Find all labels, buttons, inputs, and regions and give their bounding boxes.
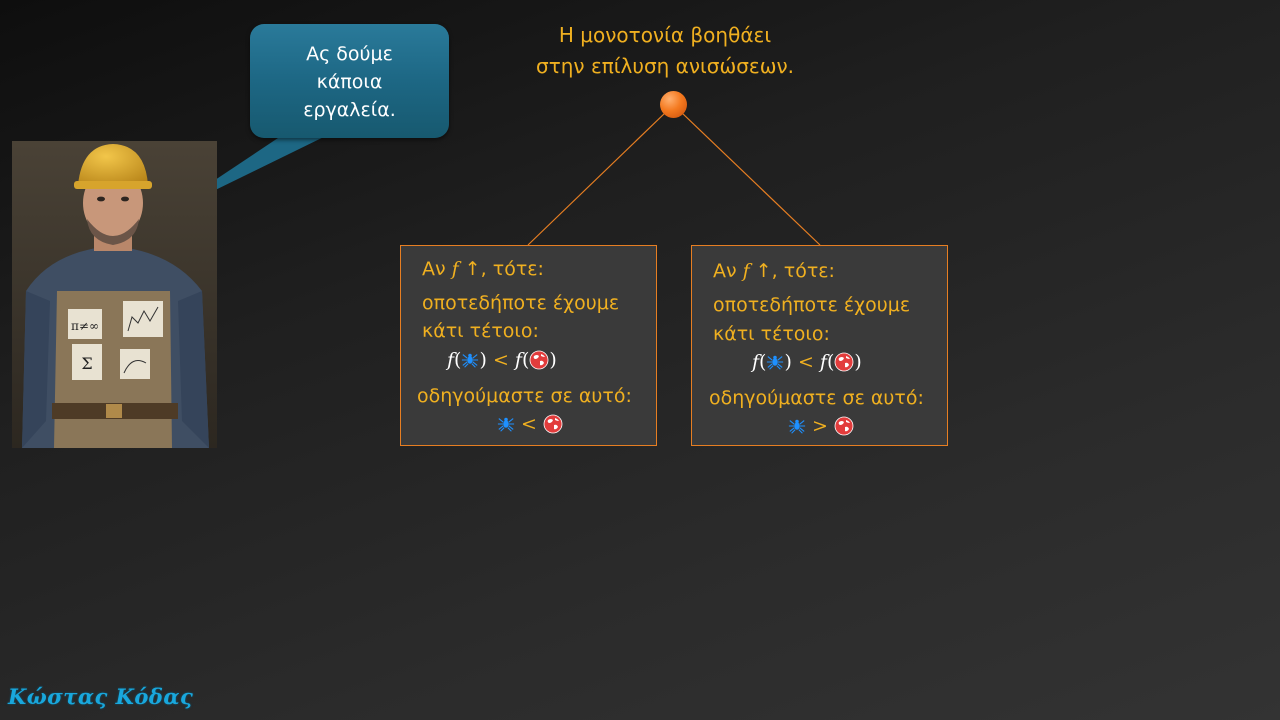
formula-top: f() < f() [752,351,862,373]
speech-bubble [250,24,449,138]
premise-line: Αν f ↑, τότε: [422,258,544,280]
formula-bottom: < [497,413,563,435]
relation-top: < [492,349,509,371]
premise-prefix: Αν [422,258,452,280]
conclusion-text: οδηγούμαστε σε αυτό: [709,387,924,409]
card-sigma-text: Σ [81,354,92,373]
bubble-line-2: κάποια [316,71,383,93]
box-text-1: οποτεδήποτε έχουμε [422,292,620,314]
f-right: f [514,349,522,371]
conclusion-text: οδηγούμαστε σε αυτό: [417,385,632,407]
box-text-2: κάτι τέτοιο: [422,320,539,342]
paren-close: ) [479,349,487,371]
rule-box-left: Αν f ↑, τότε: οποτεδήποτε έχουμε κάτι τέ… [400,245,657,446]
f-left: f [447,349,455,371]
premise-line: Αν f ↑, τότε: [713,260,835,282]
paren-close: ) [549,349,557,371]
premise-arrow: ↑ [749,260,772,282]
paren-close: ) [854,351,862,373]
paren-open: ( [759,351,767,373]
card-pi-text: π≠∞ [71,319,99,333]
title-line-1: Η μονοτονία βοηθάει [558,23,772,47]
premise-f: f [742,260,750,282]
f-right: f [819,351,827,373]
bubble-line-3: εργαλεία. [303,99,396,121]
paren-close: ) [784,351,792,373]
premise-arrow: ↑ [458,258,481,280]
bubble-line-1: Ας δούμε [306,43,393,65]
relation-bottom: < [521,413,537,435]
box-text-1: οποτεδήποτε έχουμε [713,294,911,316]
paren-open: ( [826,351,835,373]
speech-bubble-text: Ας δούμε κάποια εργαλεία. [250,40,449,124]
premise-prefix: Αν [713,260,743,282]
rule-box-right: Αν f ↑, τότε: οποτεδήποτε έχουμε κάτι τέ… [691,245,948,446]
formula-bottom: > [788,415,854,437]
formula-top: f() < f() [447,349,557,371]
worker-photo: π≠∞ Σ [12,141,217,448]
paren-open: ( [521,349,530,371]
tree-root-node [660,91,687,118]
relation-top: < [797,351,814,373]
premise-f: f [451,258,459,280]
premise-suffix: , τότε: [480,258,544,280]
author-signature: Κώστας Κόδας [8,684,194,709]
relation-bottom: > [812,415,828,437]
f-left: f [752,351,760,373]
title-line-2: στην επίλυση ανισώσεων. [536,54,794,78]
paren-open: ( [454,349,462,371]
diagram-title: Η μονοτονία βοηθάει στην επίλυση ανισώσε… [500,20,830,82]
premise-suffix: , τότε: [771,260,835,282]
box-text-2: κάτι τέτοιο: [713,323,830,345]
